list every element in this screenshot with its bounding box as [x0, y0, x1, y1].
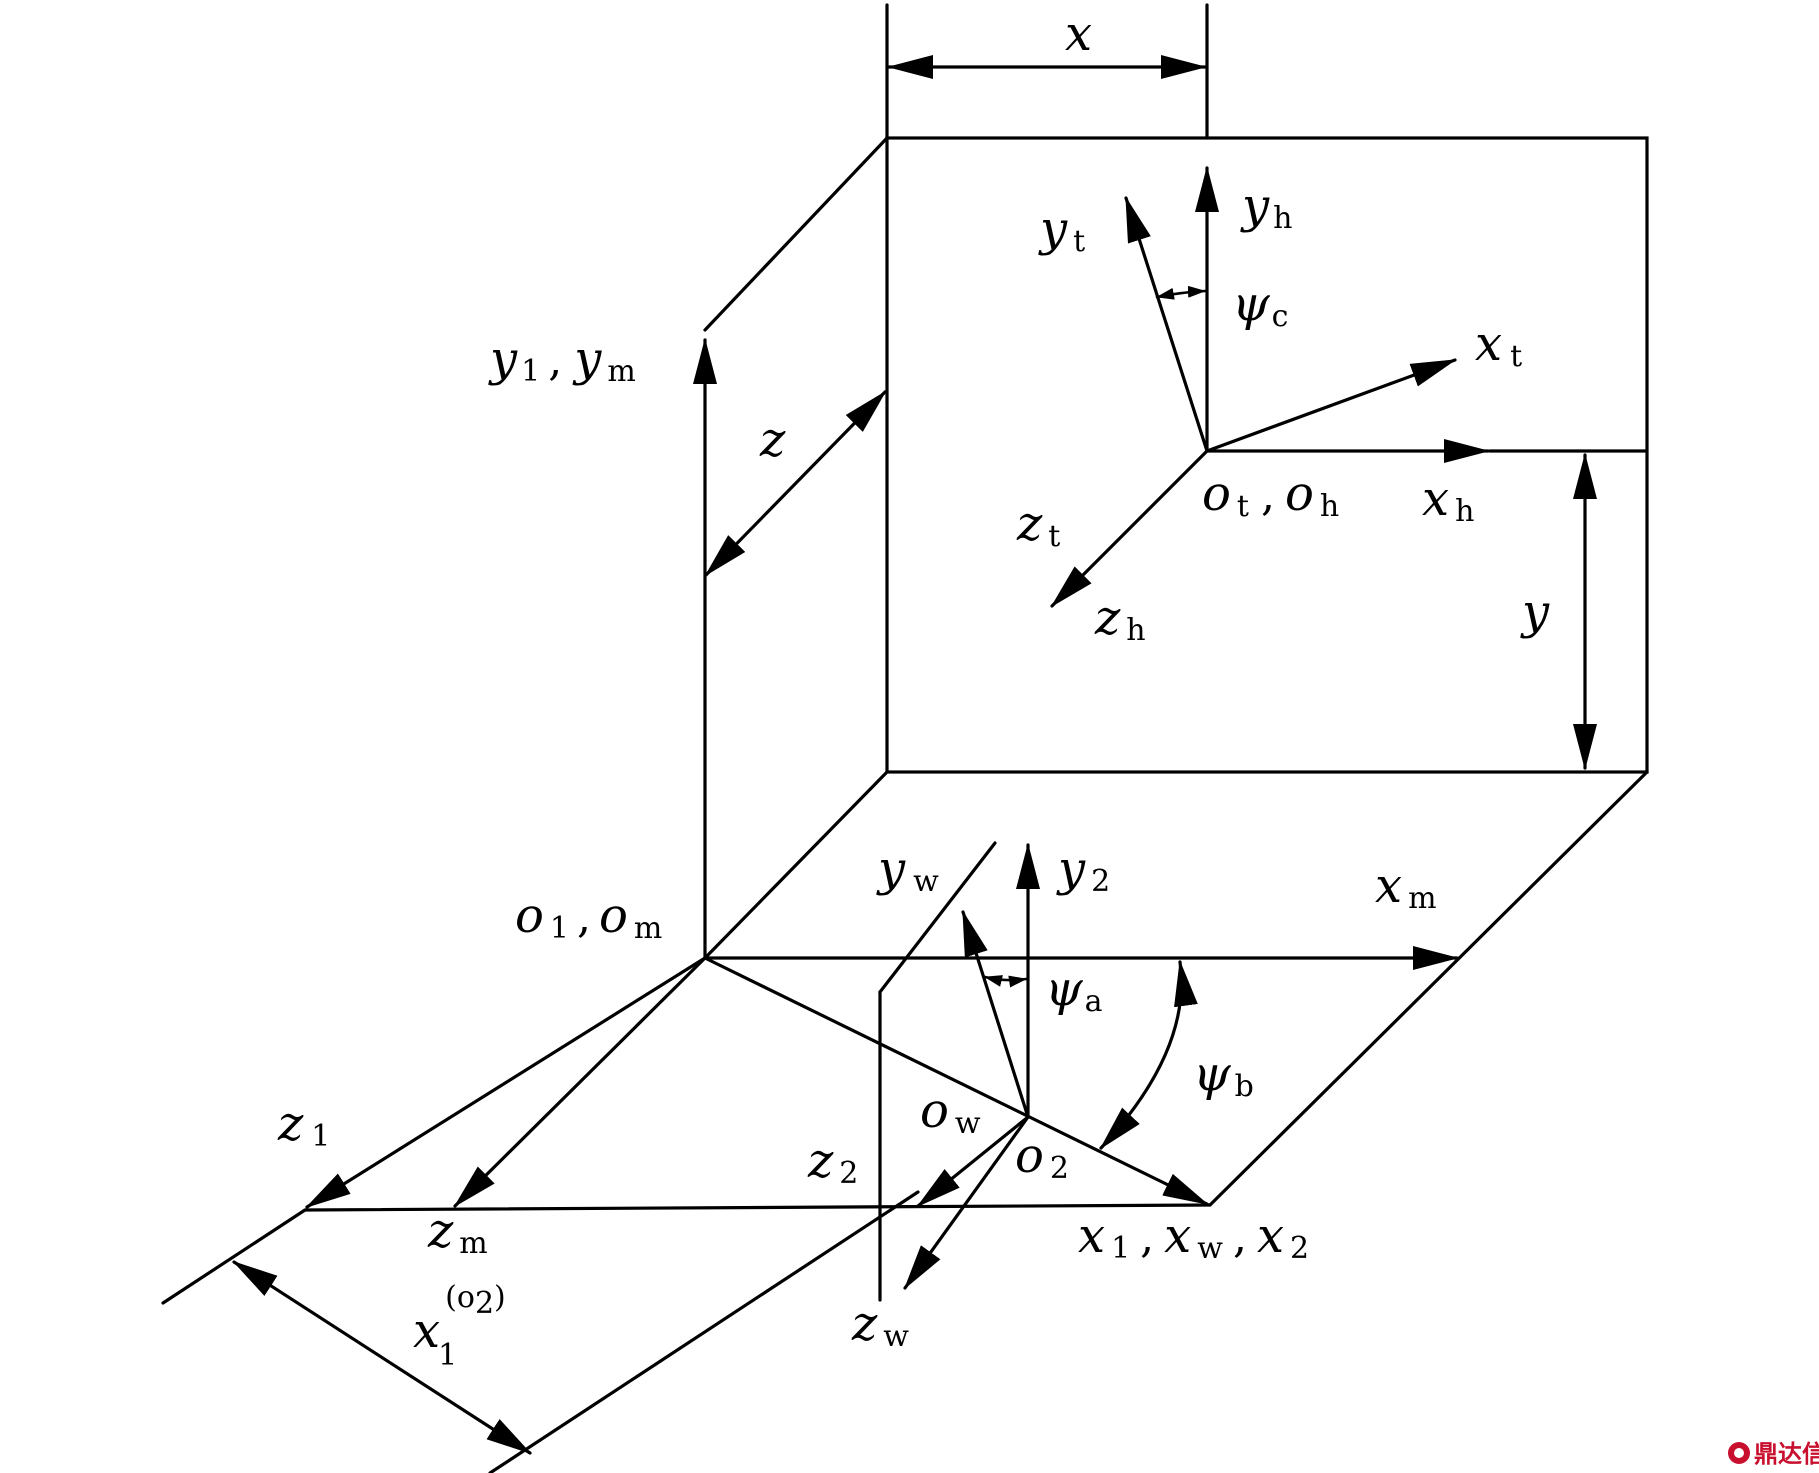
lower-guide-line-right — [488, 1190, 920, 1473]
z1-axis — [305, 956, 707, 1209]
x1o2-dimension-arrow — [232, 1260, 532, 1455]
z2-axis — [916, 1115, 1030, 1208]
x1-axis — [703, 956, 1209, 1206]
psic-angle-arc — [1155, 285, 1207, 300]
lower-side-edge-left — [703, 770, 889, 960]
upper-box — [885, 136, 1649, 774]
label-z-dim: z — [759, 412, 786, 468]
label-x-dim: x — [1065, 6, 1092, 62]
yt-axis — [1124, 196, 1209, 453]
label-y-dim: y — [1520, 584, 1550, 640]
watermark-logo-inner-icon — [1734, 1448, 1744, 1458]
zh-axis — [1050, 449, 1209, 608]
psib-angle-arc — [1099, 960, 1198, 1150]
table-front-edge — [303, 1203, 1212, 1212]
dimension-arrows — [232, 55, 1597, 1455]
workpiece-frames — [305, 843, 1459, 1290]
psia-angle-arc — [983, 975, 1028, 988]
xt-axis — [1205, 358, 1457, 453]
upper-side-top-edge — [703, 136, 889, 332]
zw-axis — [903, 1115, 1030, 1290]
lower-guide-line-left — [161, 1208, 307, 1305]
workpiece-plate-top — [878, 841, 997, 994]
zm-axis — [453, 956, 707, 1208]
watermark: 鼎达信 — [1728, 1440, 1819, 1468]
lower-side-edge-right — [1208, 770, 1649, 1207]
label-x1-o2: x1(o2) — [413, 1280, 506, 1373]
yw-axis — [961, 910, 1030, 1119]
frame-structure — [161, 3, 1649, 1473]
label-psia: ψa — [1045, 961, 1103, 1019]
watermark-text: 鼎达信 — [1754, 1440, 1819, 1468]
tool-head-frames — [1050, 166, 1490, 608]
label-psic: ψc — [1232, 276, 1288, 334]
z-dimension-arrow — [704, 390, 887, 577]
